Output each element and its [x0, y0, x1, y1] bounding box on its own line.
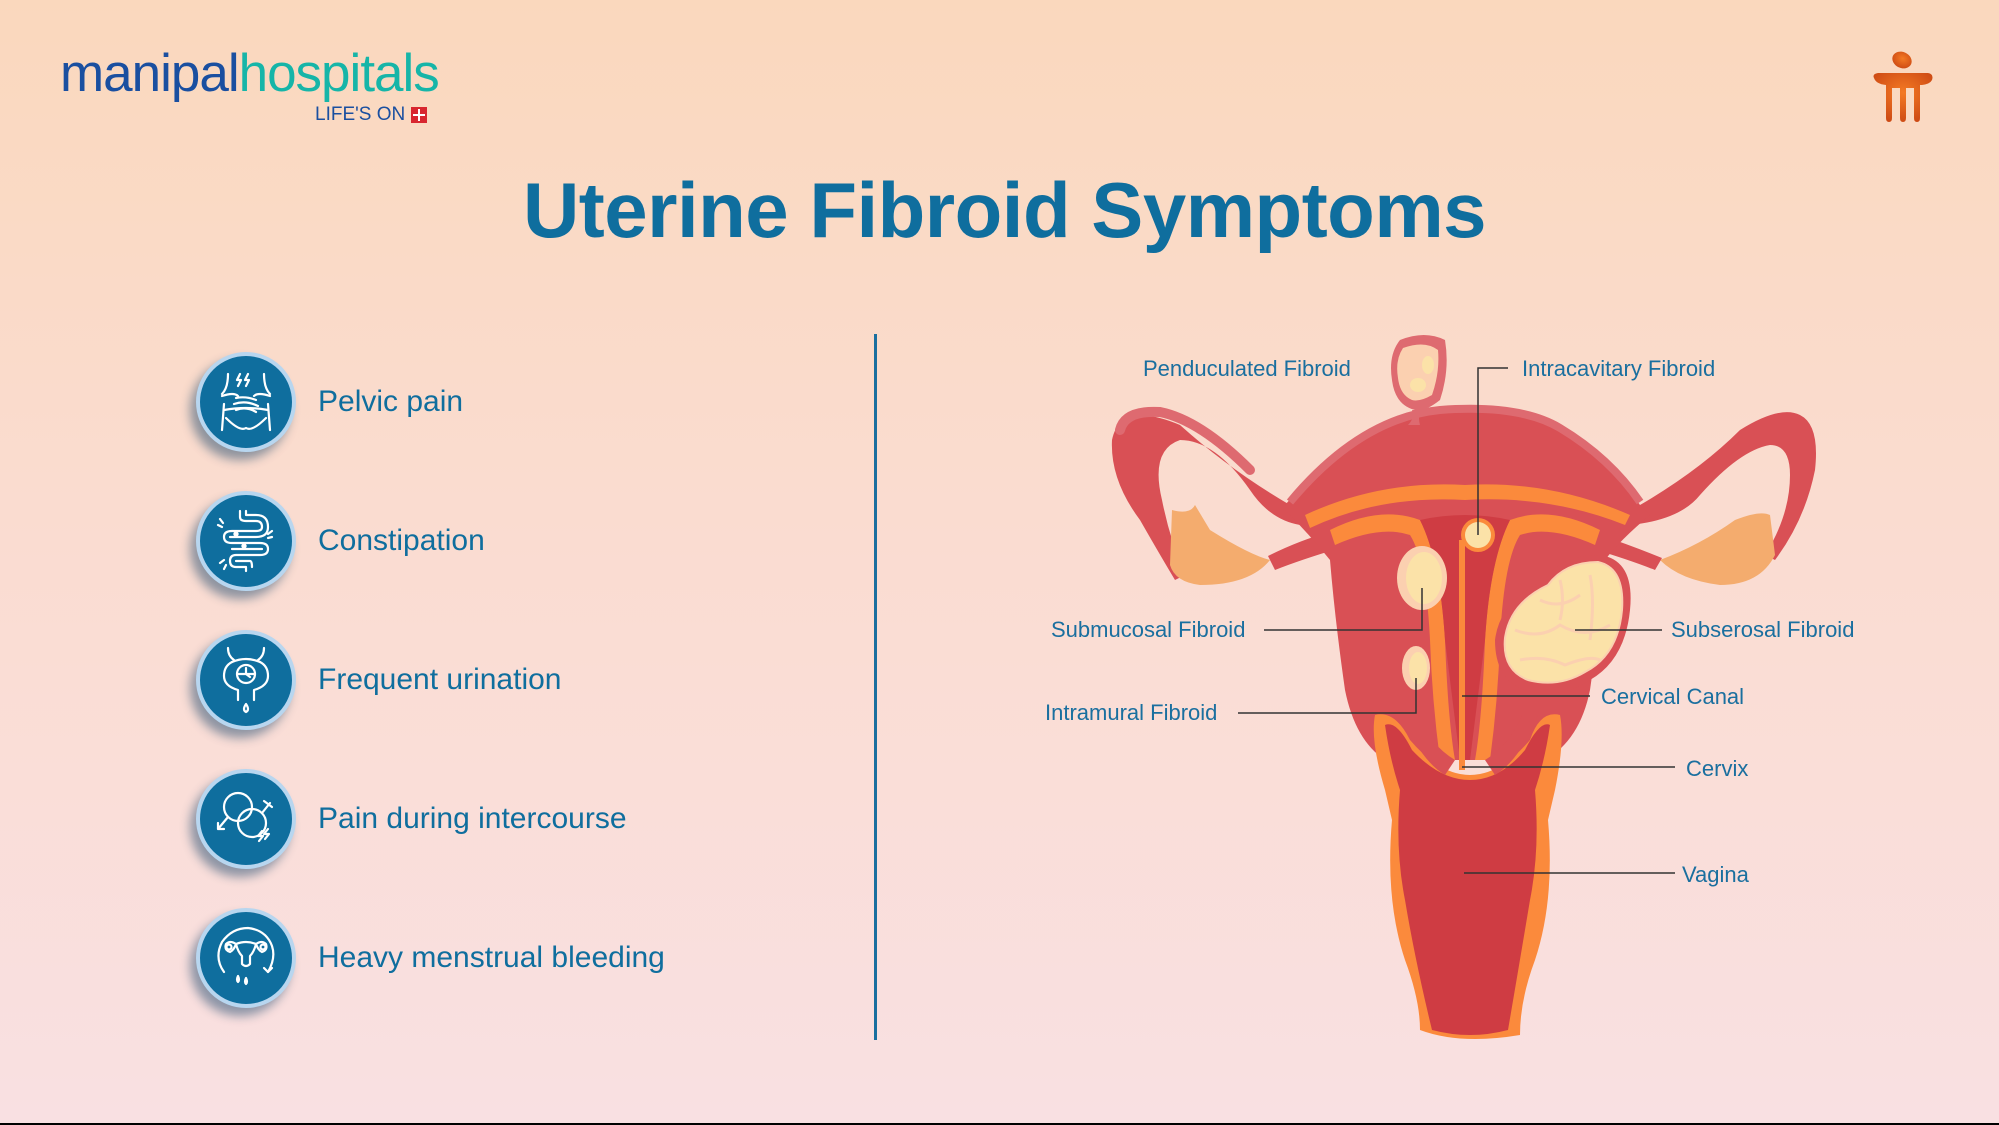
bladder-clock-icon	[196, 630, 296, 730]
manipal-hospitals-logo: manipalhospitals LIFE'S ON	[60, 44, 440, 125]
uterus-body	[1285, 404, 1650, 770]
bottom-border	[0, 1123, 1999, 1125]
symptom-item-frequent-urination: Frequent urination	[196, 630, 562, 730]
vertical-divider	[874, 334, 877, 1040]
symptom-label: Constipation	[318, 524, 485, 557]
pelvic-pain-icon	[196, 352, 296, 452]
symptom-item-heavy-bleeding: Heavy menstrual bleeding	[196, 908, 665, 1008]
label-submucosal-fibroid: Submucosal Fibroid	[1051, 617, 1246, 642]
label-cervical-canal: Cervical Canal	[1601, 684, 1745, 709]
uterus-drops-icon	[196, 908, 296, 1008]
intestine-icon	[196, 491, 296, 591]
symptom-item-pain-intercourse: Pain during intercourse	[196, 769, 627, 869]
label-intracavitary-fibroid: Intracavitary Fibroid	[1522, 356, 1716, 381]
label-intramural-fibroid: Intramural Fibroid	[1045, 700, 1218, 725]
fibroids	[1391, 335, 1631, 694]
logo-tagline: LIFE'S ON	[315, 104, 428, 126]
gender-symbols-icon	[196, 769, 296, 869]
symptom-label: Pain during intercourse	[318, 802, 627, 835]
label-cervix: Cervix	[1686, 756, 1749, 781]
label-vagina: Vagina	[1682, 862, 1749, 887]
symptom-item-pelvic-pain: Pelvic pain	[196, 352, 463, 452]
symptom-label: Heavy menstrual bleeding	[318, 941, 665, 974]
symptom-item-constipation: Constipation	[196, 491, 485, 591]
logo-wordmark: manipalhospitals	[60, 44, 440, 104]
logo-tagline-text: LIFE'S ON	[315, 104, 406, 125]
label-penduculated-fibroid: Penduculated Fibroid	[1143, 356, 1351, 381]
symptom-label: Pelvic pain	[318, 385, 464, 418]
symptom-label: Frequent urination	[318, 663, 562, 696]
page-title: Uterine Fibroid Symptoms	[522, 166, 1487, 254]
logo-word-hospitals: hospitals	[238, 44, 440, 103]
left-fallopian-tube	[1111, 406, 1340, 585]
manipal-figure-icon	[1870, 48, 1936, 124]
logo-word-manipal: manipal	[60, 44, 240, 103]
medical-cross-icon	[411, 107, 428, 123]
label-leader-lines	[1238, 367, 1675, 874]
label-subserosal-fibroid: Subserosal Fibroid	[1671, 617, 1855, 642]
vagina	[1373, 714, 1562, 1039]
right-fallopian-tube	[1590, 412, 1816, 585]
